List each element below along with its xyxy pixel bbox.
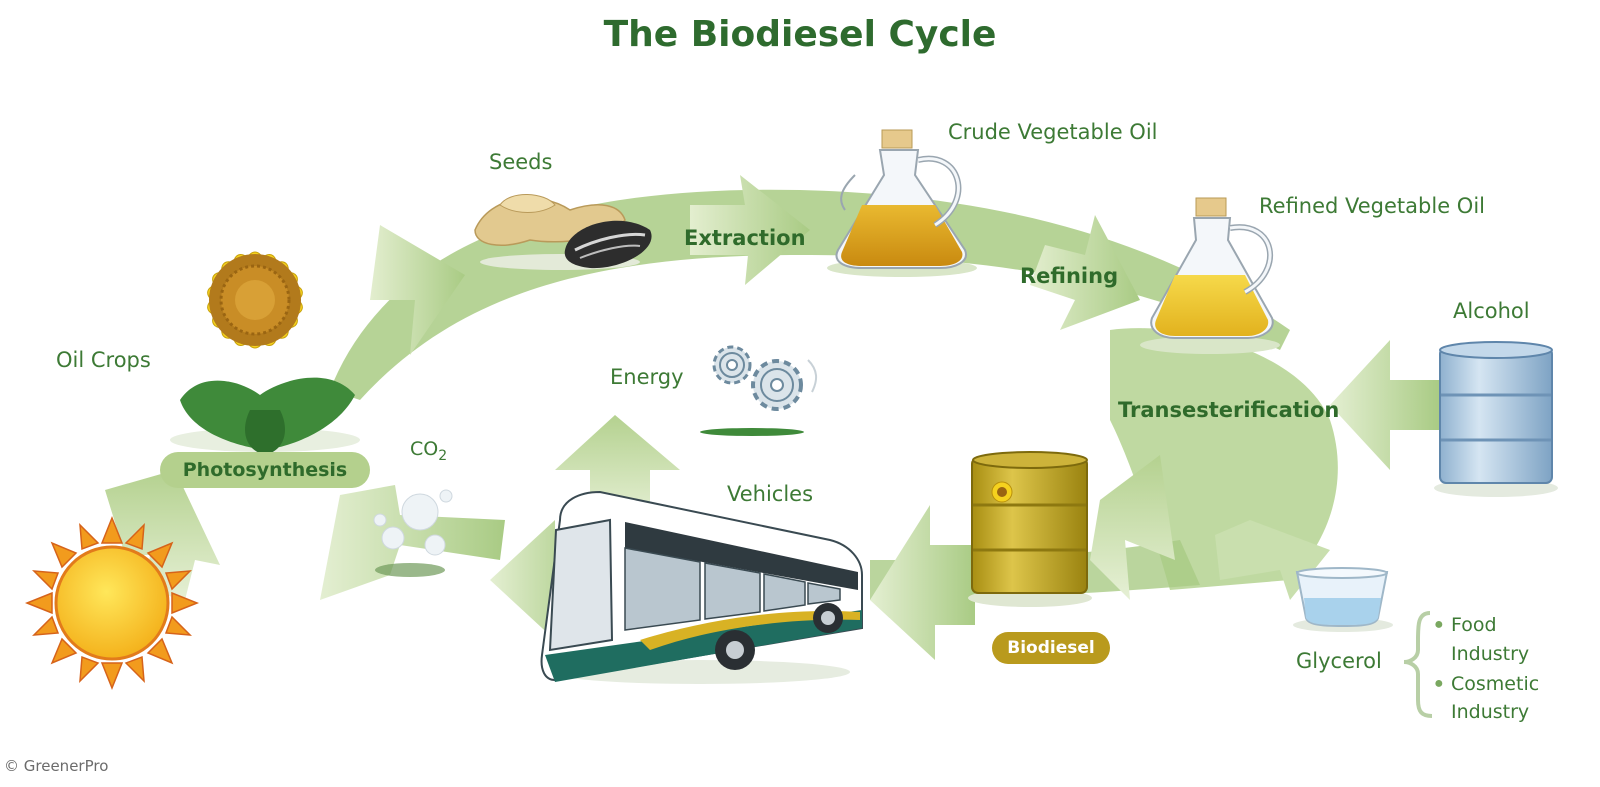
extraction-label: Extraction [684, 226, 806, 250]
bus-icon [540, 490, 863, 684]
co2-label: CO2 [410, 438, 448, 464]
cosmetic-industry-line1: Cosmetic [1451, 673, 1540, 695]
bullet-icon: ● [1434, 616, 1444, 633]
bullet-icon: ● [1434, 675, 1444, 692]
glycerol-label: Glycerol [1296, 649, 1382, 673]
refining-label: Refining [1020, 264, 1119, 288]
arrow-1-icon [370, 225, 465, 355]
arrow-4-icon [1090, 455, 1175, 600]
biodiesel-label: Biodiesel [992, 632, 1110, 664]
crude-oil-label: Crude Vegetable Oil [948, 120, 1158, 144]
alcohol-barrel-icon [1434, 341, 1558, 497]
arrow-3-icon [1030, 215, 1140, 330]
crude-oil-jug-icon [827, 129, 977, 277]
cosmetic-industry-line2: Industry [1451, 701, 1530, 723]
arrow-7-icon [320, 485, 505, 600]
photosynthesis-label: Photosynthesis [160, 452, 370, 488]
energy-label: Energy [610, 365, 684, 389]
alcohol-label: Alcohol [1453, 299, 1530, 323]
gears-icon [700, 345, 818, 436]
co2-bubbles-icon [373, 489, 453, 577]
food-industry-line1: Food [1451, 614, 1497, 636]
arrow-2-icon [690, 175, 810, 285]
glycerol-bowl-icon [1293, 567, 1393, 632]
seeds-label: Seeds [489, 150, 553, 174]
biodiesel-barrel-icon [968, 451, 1092, 607]
refined-oil-label: Refined Vegetable Oil [1259, 194, 1485, 218]
alcohol-arrow-icon [1330, 340, 1440, 470]
sunflower-icon [170, 251, 360, 455]
glycerol-uses-brace [1403, 611, 1433, 718]
arrow-energy-icon [555, 415, 680, 520]
copyright-notice: © GreenerPro [4, 757, 109, 775]
transesterification-label: Transesterification [1118, 398, 1340, 422]
refined-oil-jug-icon [1140, 197, 1280, 354]
sun-icon [24, 515, 200, 691]
oil-crops-label: Oil Crops [56, 348, 151, 372]
food-industry-line2: Industry [1451, 643, 1530, 665]
vehicles-label: Vehicles [727, 482, 814, 506]
arrow-8-icon [105, 470, 220, 600]
arrow-5-icon [870, 505, 975, 660]
page-title: The Biodiesel Cycle [603, 14, 997, 55]
seeds-icon [474, 194, 652, 270]
